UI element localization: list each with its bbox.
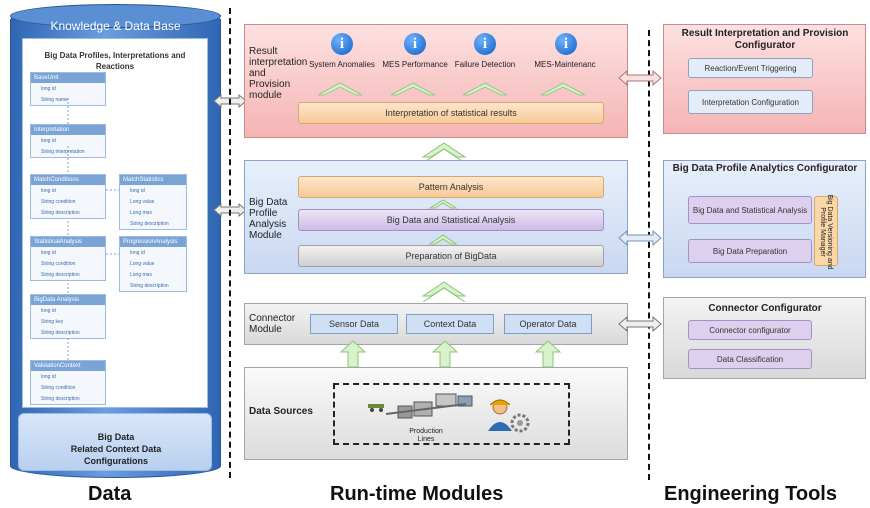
footer-engineering-label: Engineering Tools	[664, 483, 837, 505]
result-chevrons	[317, 82, 586, 96]
schema-field: long id	[130, 188, 145, 194]
schema-field: String condition	[41, 199, 76, 205]
analysis-module-label: Big Data Profile Analysis Module	[249, 197, 288, 241]
schema-field: long id	[41, 86, 56, 92]
schema-field: String condition	[41, 261, 76, 267]
connector-config-box[interactable]: Connector configurator	[688, 320, 812, 340]
schema-field: String description	[41, 396, 80, 402]
interpretation-config-box[interactable]: Interpretation Configuration	[688, 90, 813, 114]
result-module-label: Result interpretation and Provision modu…	[249, 46, 308, 101]
schema-field: long id	[41, 308, 56, 314]
schema-field: String name	[41, 97, 68, 103]
schema-entity-title: Interpretation	[31, 125, 105, 135]
database-bottom-label: Big Data Related Context Data Configurat…	[70, 432, 162, 466]
database-inner-title: Big Data Profiles, Interpretations and R…	[44, 51, 186, 71]
schema-field: Long value	[130, 261, 155, 267]
statistical-analysis-config-box[interactable]: Big Data and Statistical Analysis	[688, 196, 812, 224]
schema-entity-box: BaseUnit long id String name	[30, 72, 106, 106]
statistical-analysis-bar: Big Data and Statistical Analysis	[298, 209, 604, 231]
footer-data-label: Data	[88, 483, 132, 505]
context-data-box: Context Data	[406, 314, 494, 334]
icon-label-system-anomalies: System Anomalies	[309, 60, 375, 69]
footer-runtime-label: Run-time Modules	[330, 483, 504, 505]
up-arrow	[432, 340, 458, 368]
database-title: Knowledge & Data Base	[50, 19, 181, 33]
up-chevron	[428, 199, 458, 209]
connector-config-arrow	[618, 315, 662, 337]
up-arrow	[340, 340, 366, 368]
schema-entity-title: BigData Analysis	[31, 295, 105, 305]
schema-connectors	[67, 98, 119, 360]
versioning-manager-label: Big Data Versioning and Profile Manager	[819, 194, 833, 270]
schema-field: String description	[130, 221, 169, 227]
result-config-arrow	[618, 69, 662, 91]
schema-field: String interpretation	[41, 149, 85, 155]
separator-right	[648, 30, 650, 480]
info-icon: i	[331, 33, 353, 55]
info-icon: i	[404, 33, 426, 55]
schema-field: Long max	[130, 210, 152, 216]
production-lines-label: Production Lines	[409, 428, 443, 443]
schema-field: String description	[41, 210, 80, 216]
icon-label-failure-detection: Failure Detection	[454, 60, 516, 69]
result-configurator	[663, 24, 866, 134]
connector-configurator-title: Connector Configurator	[708, 303, 822, 314]
database-bottom-panel: Big Data Related Context Data Configurat…	[18, 413, 212, 471]
schema-field: String condition	[41, 385, 76, 391]
schema-entity-title: MatchConditions	[31, 175, 105, 185]
connector-module-label: Connector Module	[249, 313, 296, 335]
analytics-configurator-title: Big Data Profile Analytics Configurator	[672, 163, 858, 174]
pattern-analysis-bar: Pattern Analysis	[298, 176, 604, 198]
operator-icon	[488, 399, 530, 433]
preparation-config-box[interactable]: Big Data Preparation	[688, 239, 812, 263]
schema-field: long id	[41, 138, 56, 144]
schema-entity-box: Interpretation long id String interpretati…	[30, 124, 106, 158]
schema-entity-title: BaseUnit	[31, 73, 105, 83]
icon-label-mes-performance: MES Performance	[382, 60, 448, 69]
separator-left	[229, 8, 231, 478]
production-machines-icon	[368, 393, 473, 419]
schema-entity-title: ProgressionAnalysis	[120, 237, 186, 247]
schema-field: long id	[41, 374, 56, 380]
schema-field: long id	[130, 250, 145, 256]
schema-field: long id	[41, 250, 56, 256]
schema-entity-title: ValidationContext	[31, 361, 105, 371]
icon-label-mes-maintenance: MES-Maintenanc	[534, 60, 596, 69]
schema-field: String description	[130, 283, 169, 289]
result-configurator-title: Result Interpretation and Provision Conf…	[681, 28, 849, 51]
sources-dashed-frame	[333, 383, 570, 445]
schema-field: long id	[41, 188, 56, 194]
info-icon: i	[555, 33, 577, 55]
versioning-manager-box[interactable]: Big Data Versioning and Profile Manager	[814, 194, 838, 270]
schema-entity-title: MatchStatistics	[120, 175, 186, 185]
sensor-data-box: Sensor Data	[310, 314, 398, 334]
interpretation-bar: Interpretation of statistical results	[298, 102, 604, 124]
schema-entity-title: StatisticalAnalysis	[31, 237, 105, 247]
schema-entity-box: StatisticalAnalysis long id String conditi…	[30, 236, 106, 281]
preparation-bar: Preparation of BigData	[298, 245, 604, 267]
schema-field: Long value	[130, 199, 155, 205]
schema-entity-box: ValidationContext long id String condition…	[30, 360, 106, 405]
database-cylinder-top	[10, 4, 221, 28]
schema-field: Long max	[130, 272, 152, 278]
data-sources-label: Data Sources	[249, 406, 313, 417]
up-arrow	[535, 340, 561, 368]
data-classification-box[interactable]: Data Classification	[688, 349, 812, 369]
reaction-triggering-box[interactable]: Reaction/Event Triggering	[688, 58, 813, 78]
schema-field: String key	[41, 319, 64, 325]
analysis-config-arrow	[618, 229, 662, 251]
info-icon: i	[474, 33, 496, 55]
schema-field: String description	[41, 272, 80, 278]
up-chevron	[428, 234, 458, 245]
schema-field: String description	[41, 330, 80, 336]
up-arrow	[421, 142, 467, 163]
operator-data-box: Operator Data	[504, 314, 592, 334]
up-arrow	[421, 281, 467, 302]
